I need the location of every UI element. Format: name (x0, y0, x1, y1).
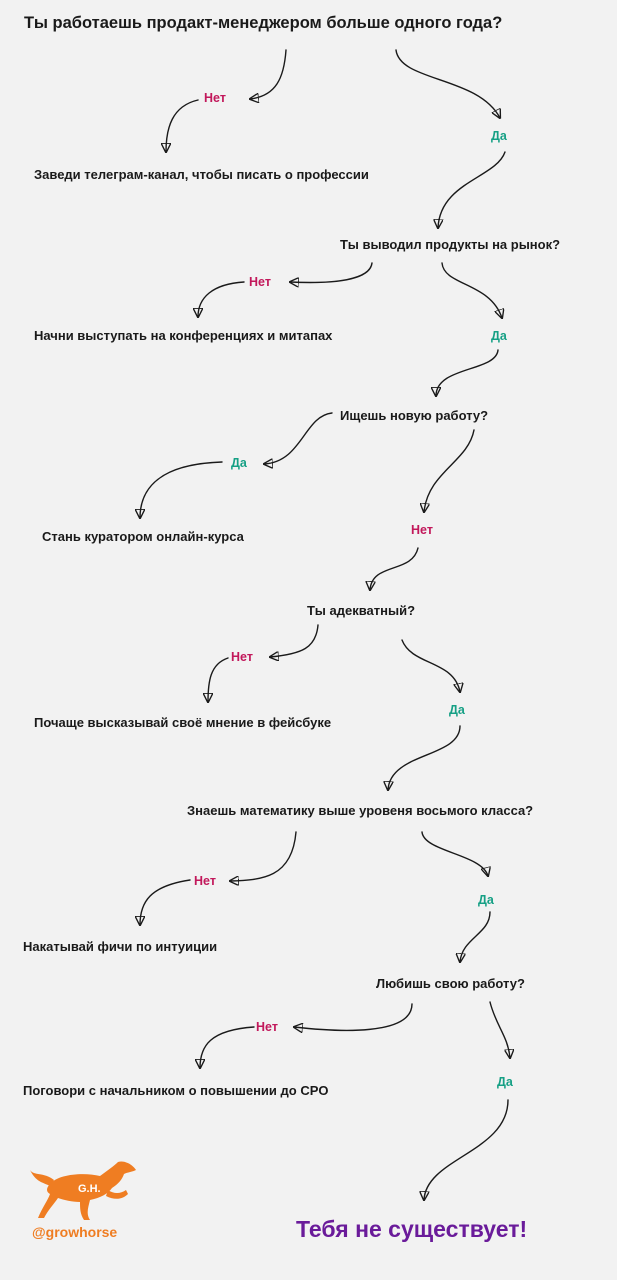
arrow-yes4-q5 (388, 725, 461, 790)
arrow-q1-yes (395, 49, 500, 118)
flow-title: Ты работаешь продакт-менеджером больше о… (24, 14, 503, 32)
arrow-no2-outcome2 (198, 281, 245, 317)
outcome-1: Заведи телеграм-канал, чтобы писать о пр… (34, 167, 369, 182)
outcome-5: Накатывай фичи по интуиции (23, 939, 218, 954)
arrow-q2-yes (441, 262, 502, 318)
arrow-q4-yes (401, 639, 460, 692)
label-yes-4: Да (449, 703, 465, 717)
arrow-yes2-q3 (436, 349, 499, 396)
arrow-q6-yes (489, 1001, 510, 1058)
question-4: Ты адекватный? (307, 603, 416, 618)
arrow-no4-outcome4 (208, 657, 229, 702)
logo-text: G.H. (78, 1183, 101, 1195)
arrow-yes6-final (424, 1099, 509, 1200)
arrow-q5-yes (421, 831, 488, 876)
arrow-yes1-q2 (438, 151, 506, 228)
arrow-q1-no (250, 49, 287, 99)
arrow-no5-outcome5 (140, 879, 191, 925)
arrow-no1-outcome1 (166, 99, 199, 152)
outcome-6: Поговори с начальником о повышении до CP… (23, 1083, 329, 1098)
outcome-4: Почаще высказывай своё мнение в фейсбуке (34, 715, 332, 730)
question-5: Знаешь математику выше уровеня восьмого … (187, 803, 534, 818)
label-no-1: Нет (204, 91, 226, 105)
arrow-yes5-q6 (460, 911, 491, 962)
final-result: Тебя не существует! (296, 1216, 528, 1242)
arrow-no3-q4 (370, 547, 419, 590)
arrow-q3-no (424, 429, 475, 512)
label-no-5: Нет (194, 874, 216, 888)
arrow-q2-no (290, 262, 373, 282)
label-no-6: Нет (256, 1020, 278, 1034)
label-no-4: Нет (231, 650, 253, 664)
brand-handle[interactable]: @growhorse (32, 1224, 118, 1240)
question-3: Ищешь новую работу? (340, 408, 489, 423)
arrow-q5-no (230, 831, 297, 881)
label-no-3: Нет (411, 523, 433, 537)
outcome-3: Стань куратором онлайн-курса (42, 529, 244, 544)
label-no-2: Нет (249, 275, 271, 289)
label-yes-6: Да (497, 1075, 513, 1089)
question-6: Любишь свою работу? (376, 976, 525, 991)
question-2: Ты выводил продукты на рынок? (340, 237, 561, 252)
label-yes-1: Да (491, 129, 507, 143)
growhorse-logo: G.H. (30, 1161, 136, 1220)
arrow-q6-no (294, 1003, 413, 1030)
label-yes-3: Да (231, 456, 247, 470)
arrow-q3-yes (264, 412, 333, 464)
outcome-2: Начни выступать на конференциях и митапа… (34, 328, 333, 343)
arrow-q4-no (270, 624, 319, 657)
arrow-yes3-outcome3 (140, 461, 223, 518)
label-yes-5: Да (478, 893, 494, 907)
arrow-no6-outcome6 (200, 1026, 255, 1068)
label-yes-2: Да (491, 329, 507, 343)
